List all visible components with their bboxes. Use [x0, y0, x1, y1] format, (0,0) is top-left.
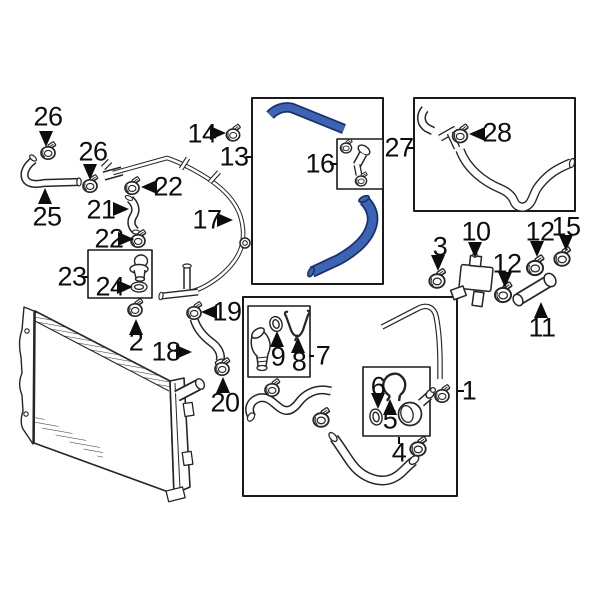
pipe-11 [512, 272, 557, 307]
callout-8: 8 [291, 346, 307, 377]
callout-5: 5 [382, 404, 398, 435]
hose-25 [20, 154, 82, 189]
callout-3: 3 [432, 231, 448, 262]
valve-10 [449, 252, 494, 308]
callout-22-first: 22 [153, 171, 183, 202]
housing-4 [397, 387, 437, 427]
box-part-27 [413, 97, 576, 212]
elbow-7 [250, 327, 271, 372]
box-part-13 [251, 97, 384, 285]
highlighted-hose-lower [307, 194, 379, 278]
callout-1: 1 [461, 375, 477, 406]
callout-20: 20 [210, 387, 240, 418]
callout-19: 19 [212, 296, 242, 327]
callout-22-second: 22 [94, 223, 124, 254]
hose-1-lower [328, 431, 420, 486]
ball-stud-23 [129, 254, 149, 282]
callout-21: 21 [86, 194, 116, 225]
callout-arrows [38, 126, 573, 444]
pipe-17 [100, 155, 251, 301]
callout-11: 11 [528, 312, 556, 343]
callout-2: 2 [128, 326, 144, 357]
callout-25: 25 [32, 201, 62, 232]
callout-10: 10 [461, 216, 491, 247]
callout-12-first: 12 [492, 248, 522, 279]
callout-26-lower: 26 [78, 136, 108, 167]
hose-27 [417, 106, 576, 212]
callout-28: 28 [482, 117, 512, 148]
callout-4: 4 [391, 437, 407, 468]
callout-6: 6 [370, 371, 386, 402]
callout-13: 13 [219, 141, 249, 172]
clip-8 [283, 309, 311, 342]
o-ring-6 [369, 408, 383, 426]
callout-14: 14 [187, 118, 217, 149]
callout-16: 16 [305, 148, 335, 179]
callout-17: 17 [192, 204, 222, 235]
callout-18: 18 [151, 336, 181, 367]
callout-27: 27 [384, 132, 414, 163]
callout-15: 15 [551, 211, 581, 242]
radiator [18, 306, 206, 503]
fitting-16 [353, 144, 371, 176]
hose-21 [124, 194, 141, 235]
callout-24: 24 [95, 271, 125, 302]
callout-12-second: 12 [525, 216, 555, 247]
callout-7: 7 [315, 340, 331, 371]
callout-23: 23 [57, 261, 87, 292]
o-ring-9 [269, 315, 283, 333]
callout-26-upper: 26 [33, 101, 63, 132]
o-ring-24 [130, 281, 148, 293]
highlighted-hose-upper [266, 102, 346, 134]
callout-9: 9 [270, 341, 286, 372]
hose-1-left [245, 385, 332, 422]
hose-1-upper-pipe [380, 303, 443, 379]
